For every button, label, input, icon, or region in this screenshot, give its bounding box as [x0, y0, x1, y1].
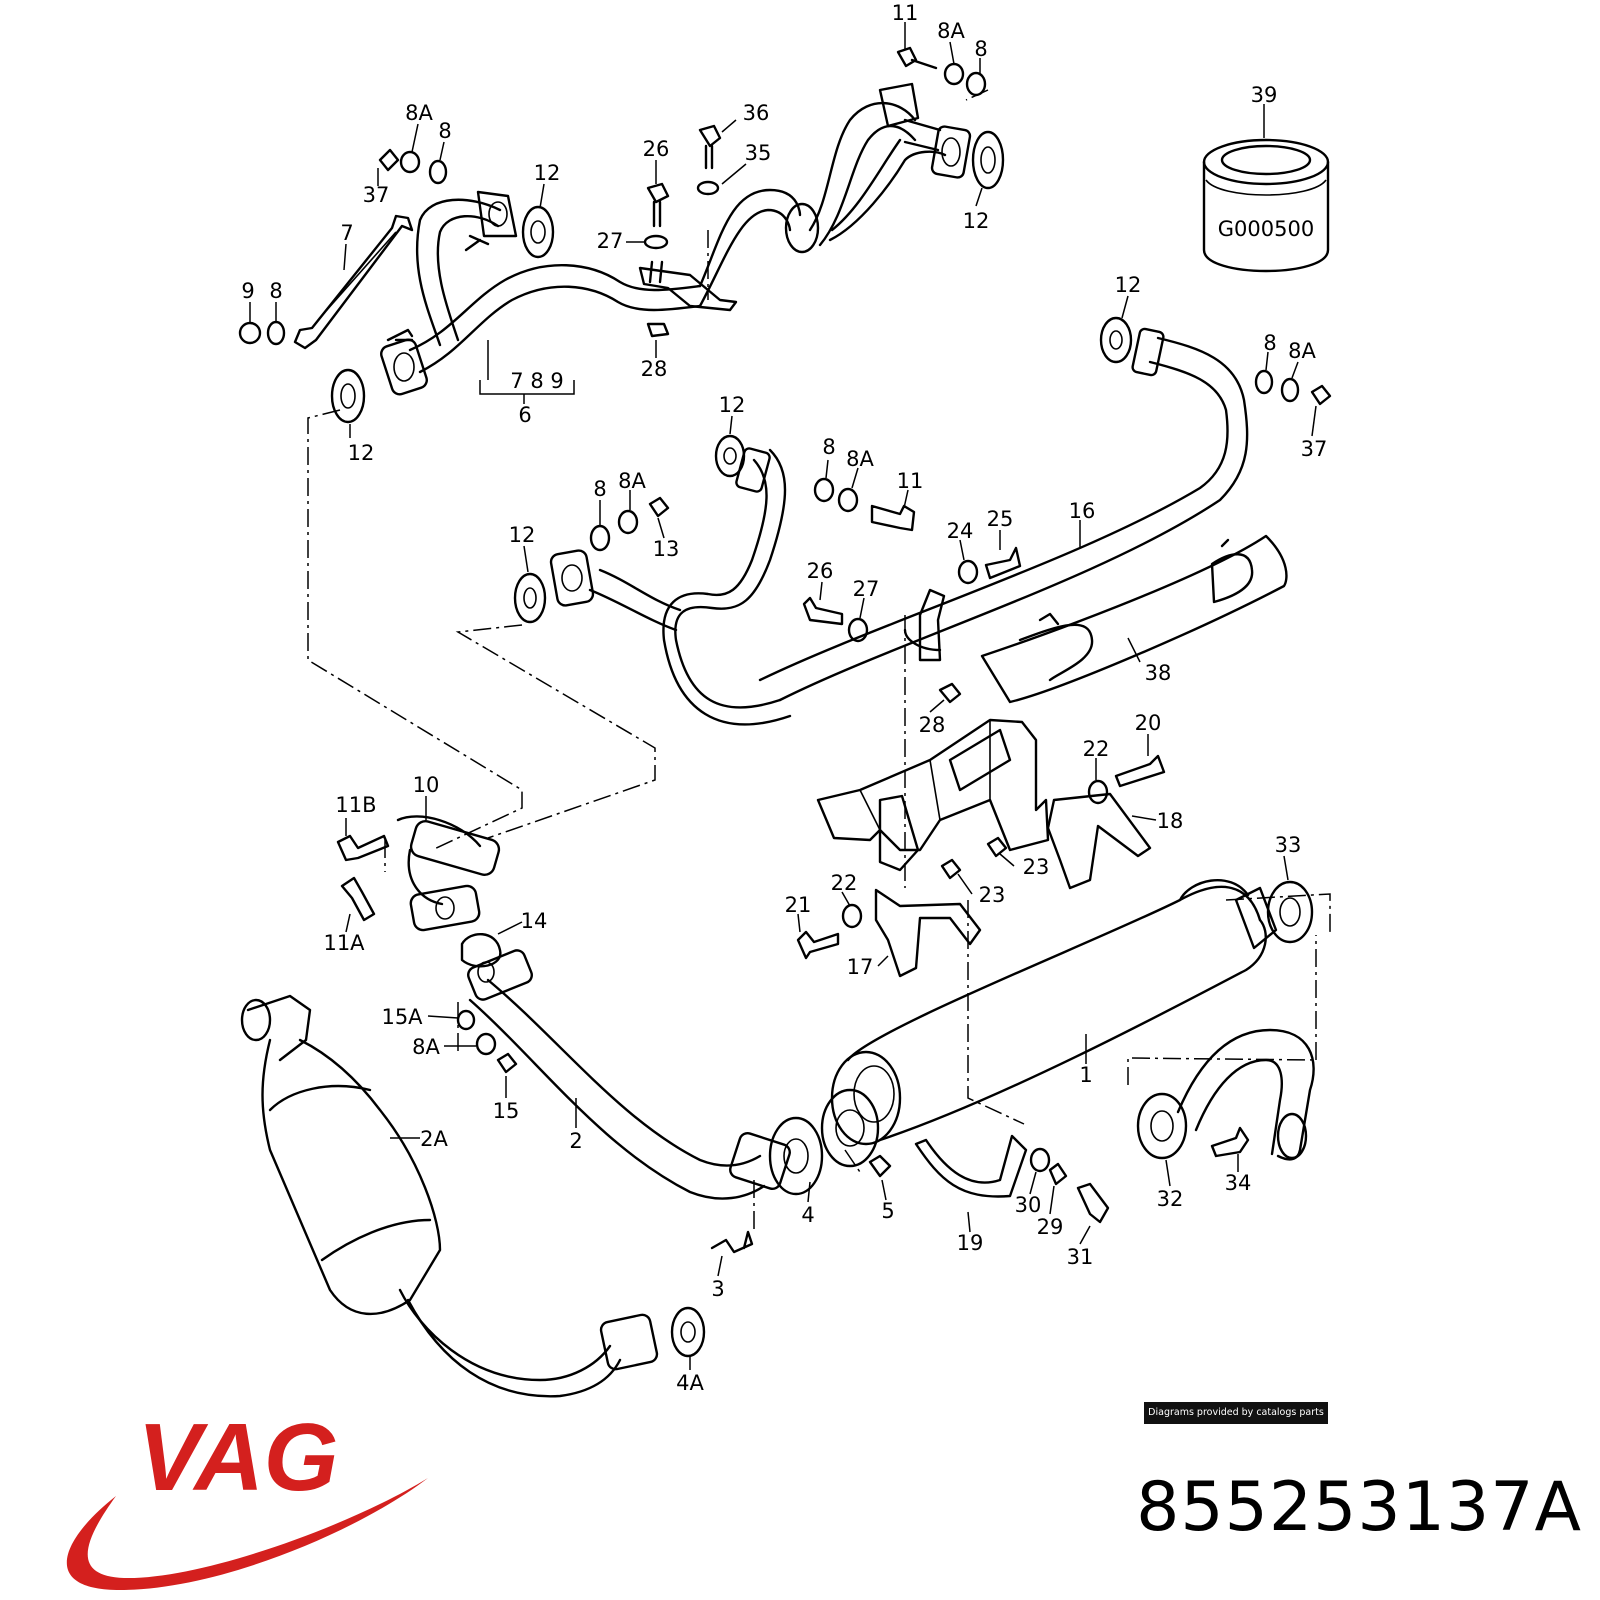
heat-shield-38 [980, 534, 1288, 704]
callout-label: 4A [676, 1371, 704, 1395]
callout-label: 18 [1157, 809, 1184, 833]
callout-label: 29 [1037, 1215, 1064, 1239]
callout-label: 8A [618, 469, 646, 493]
callout-label: 25 [987, 507, 1014, 531]
callout-label: 8 [974, 37, 987, 61]
callout-label: 9 [241, 279, 254, 303]
assembly-guide-lines [307, 89, 1331, 1232]
callout-label: 38 [1145, 661, 1172, 685]
callout-label: 7 8 9 [510, 369, 563, 393]
front-pipe-assembly [238, 46, 1005, 424]
callout-label: 8A [405, 101, 433, 125]
rear-muffler-1 [820, 879, 1314, 1224]
callout-label: 8 [593, 477, 606, 501]
callout-label: 39 [1251, 83, 1278, 107]
callout-label: 6 [518, 403, 531, 427]
callout-labels: 11 8A 8 39 8A 8 36 26 35 12 12 37 7 27 9… [241, 1, 1327, 1395]
callout-label: 34 [1225, 1171, 1252, 1195]
tail-pipe [1136, 1028, 1315, 1161]
callout-label: 21 [785, 893, 812, 917]
callout-label: 11B [335, 793, 376, 817]
callout-label: 12 [348, 441, 375, 465]
callout-label: 1 [1079, 1063, 1092, 1087]
callout-label: 12 [509, 523, 536, 547]
callout-label: 22 [831, 871, 858, 895]
leader-lines [249, 22, 1317, 1370]
callout-label: 15A [381, 1005, 423, 1029]
callout-label: 11 [897, 469, 924, 493]
callout-label: 8 [438, 119, 451, 143]
callout-label: 37 [363, 183, 390, 207]
callout-label: 12 [534, 161, 561, 185]
callout-label: 17 [847, 955, 874, 979]
callout-label: 8 [822, 435, 835, 459]
intermediate-pipes [513, 316, 1332, 726]
logo-swoosh [66, 1478, 428, 1590]
callout-label: 32 [1157, 1187, 1184, 1211]
callout-label: 20 [1135, 711, 1162, 735]
callout-label: 24 [947, 519, 974, 543]
callout-label: 16 [1069, 499, 1096, 523]
callout-label: 27 [597, 229, 624, 253]
callout-label: 28 [919, 713, 946, 737]
callout-label: 11 [892, 1, 919, 25]
callout-label: 19 [957, 1231, 984, 1255]
callout-label: 8 [269, 279, 282, 303]
canister-39: G000500 [1202, 138, 1330, 273]
callout-label: 8A [937, 19, 965, 43]
callout-label: 28 [641, 357, 668, 381]
callout-label: 26 [807, 559, 834, 583]
callout-label: 8A [1288, 339, 1316, 363]
callout-label: 12 [719, 393, 746, 417]
diagram-credit-badge: Diagrams provided by catalogs parts [1144, 1402, 1328, 1424]
callout-label: 23 [1023, 855, 1050, 879]
callout-label: 8A [846, 447, 874, 471]
callout-label: 14 [521, 909, 548, 933]
canister-code: G000500 [1218, 217, 1314, 241]
callout-label: 33 [1275, 833, 1302, 857]
callout-label: 2A [420, 1127, 448, 1151]
callout-label: 22 [1083, 737, 1110, 761]
callout-label: 10 [413, 773, 440, 797]
catalytic-converter-2A [240, 994, 706, 1398]
callout-label: 7 [340, 221, 353, 245]
callout-label: 2 [569, 1129, 582, 1153]
vag-logo: VAG [66, 1404, 428, 1590]
callout-label: 36 [743, 101, 770, 125]
callout-label: 13 [653, 537, 680, 561]
callout-label: 4 [801, 1203, 814, 1227]
mounting-bracket [796, 718, 1166, 978]
callout-label: 35 [745, 141, 772, 165]
callout-label: 26 [643, 137, 670, 161]
callout-label: 31 [1067, 1245, 1094, 1269]
part-number: 855253137A [1136, 1468, 1582, 1547]
callout-label: 30 [1015, 1193, 1042, 1217]
callout-label: 5 [881, 1199, 894, 1223]
callout-label: 12 [1115, 273, 1142, 297]
logo-text: VAG [138, 1404, 339, 1511]
callout-label: 3 [711, 1277, 724, 1301]
callout-label: 11A [323, 931, 365, 955]
callout-label: 12 [963, 209, 990, 233]
callout-label: 27 [853, 577, 880, 601]
callout-label: 8A [412, 1035, 440, 1059]
callout-label: 23 [979, 883, 1006, 907]
callout-label: 15 [493, 1099, 520, 1123]
front-pipe-2 [336, 815, 824, 1254]
callout-label: 37 [1301, 437, 1328, 461]
callout-label: 8 [1263, 331, 1276, 355]
